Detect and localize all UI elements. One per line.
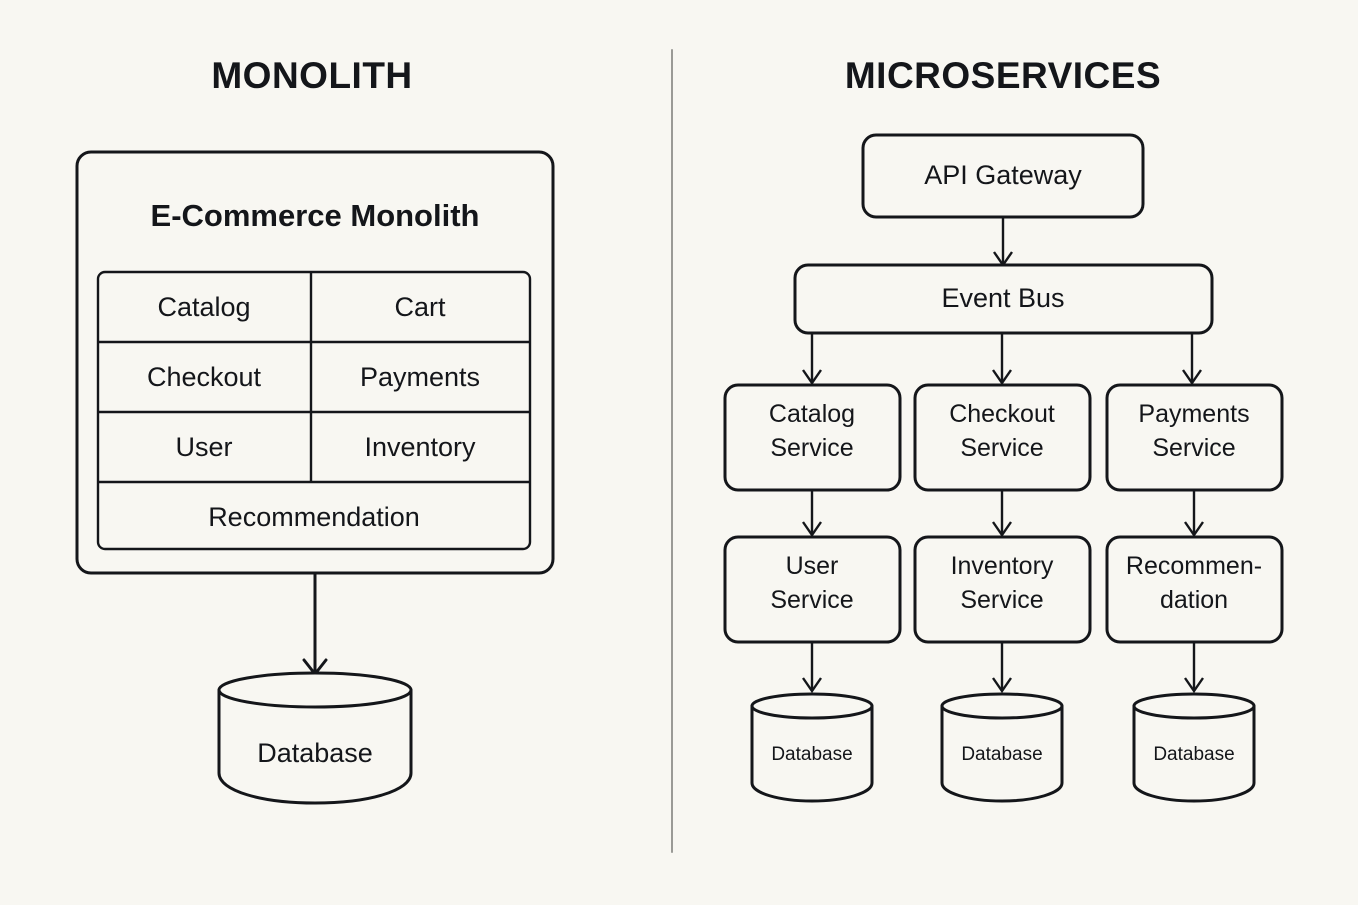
payments-service-box	[1105, 383, 1284, 492]
inventory-database-top	[940, 692, 1064, 720]
bus-to-catalog-arrowhead	[802, 369, 822, 386]
user-service-box	[723, 535, 902, 644]
recommendation-to-database-arrowhead	[1184, 677, 1204, 694]
catalog-database-body	[750, 704, 874, 803]
bus-to-payments-arrowhead	[1182, 369, 1202, 386]
module-grid	[96, 270, 532, 551]
recommendation-service-box	[1105, 535, 1284, 644]
inventory-database-body	[940, 704, 1064, 803]
catalog-database-top	[750, 692, 874, 720]
checkout-to-inventory-arrowhead	[992, 521, 1012, 538]
recommendation-database-body	[1132, 704, 1256, 803]
catalog-service-box	[723, 383, 902, 492]
inventory-service-box	[913, 535, 1092, 644]
payments-to-recommendation-arrowhead	[1184, 521, 1204, 538]
inventory-to-database-arrowhead	[992, 677, 1012, 694]
checkout-service-box	[913, 383, 1092, 492]
bus-to-checkout-arrowhead	[992, 369, 1012, 386]
monolith-database-top	[217, 671, 413, 709]
recommendation-database-top	[1132, 692, 1256, 720]
api-gateway-box	[861, 133, 1145, 219]
event-bus-box	[793, 263, 1214, 335]
catalog-to-user-arrowhead	[802, 521, 822, 538]
user-to-database-arrowhead	[802, 677, 822, 694]
monolith-database-body	[217, 688, 413, 805]
